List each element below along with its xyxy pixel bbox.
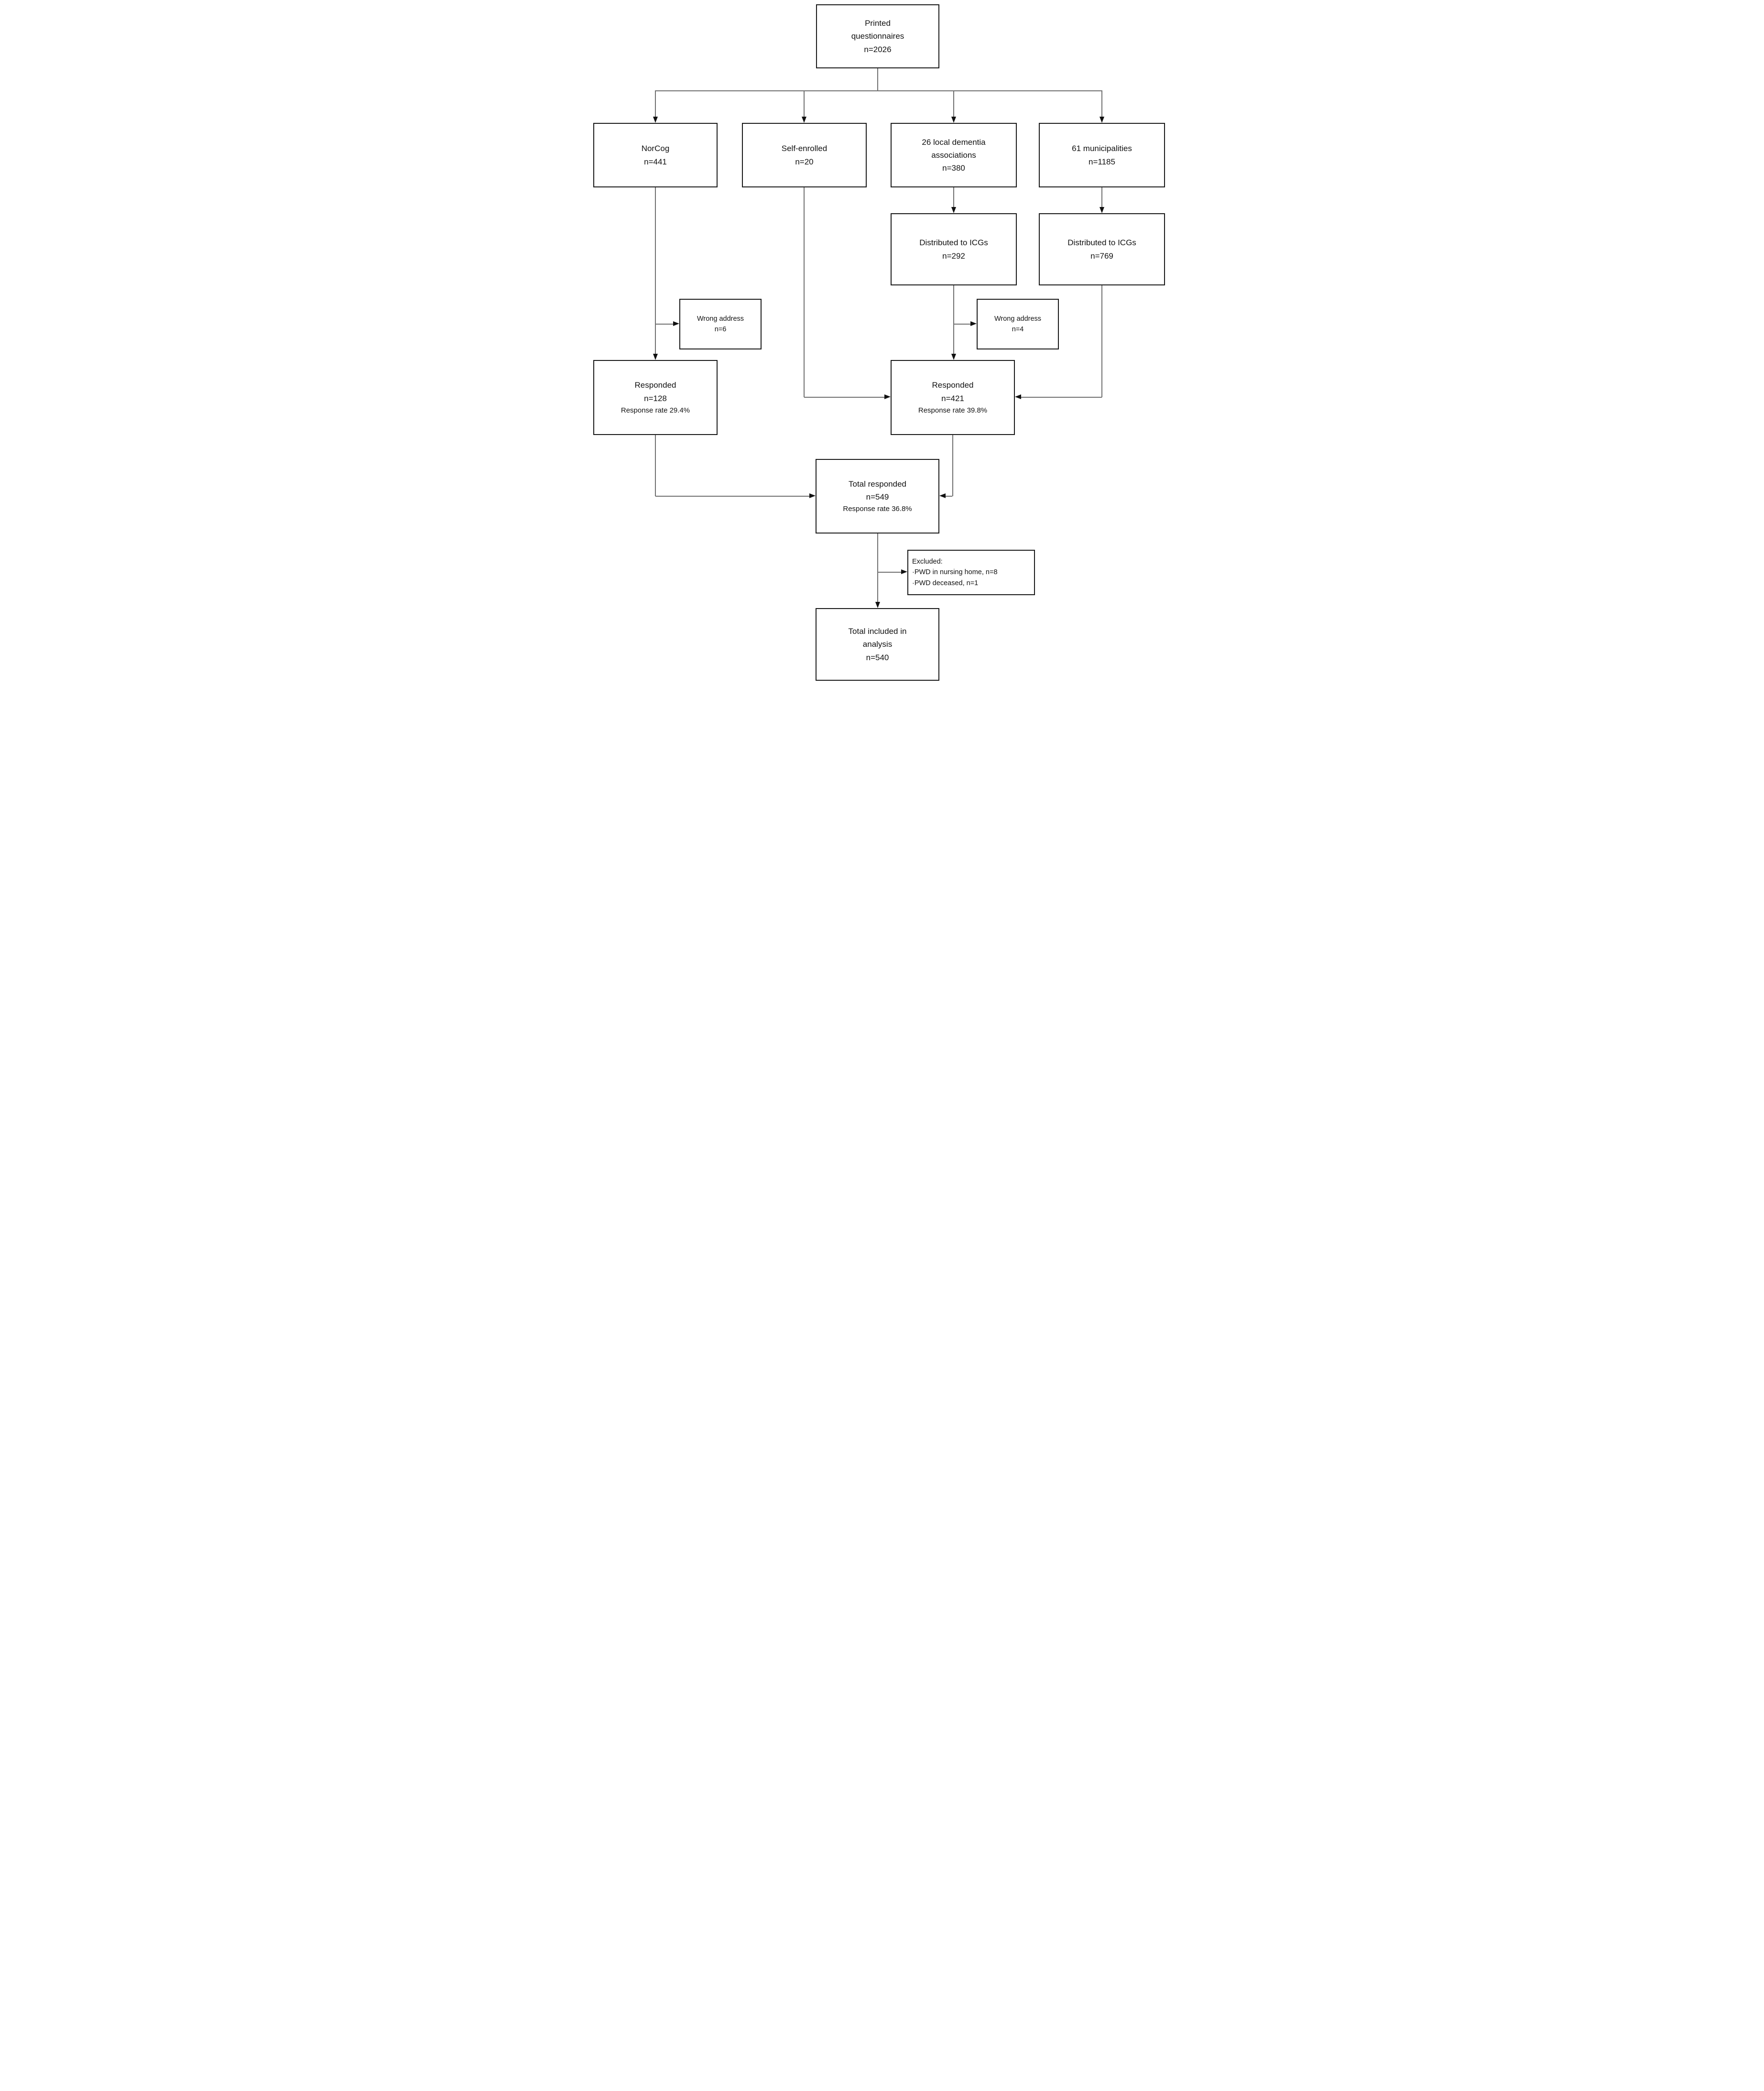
excluded-title: Excluded: (912, 557, 943, 566)
norcog-label: NorCog (641, 144, 670, 153)
dementia-associations-count: n=380 (942, 163, 965, 173)
norcog-count: n=441 (644, 157, 667, 166)
total-included-label: Total included in analysis (848, 627, 907, 649)
box-wrong-address-left: Wrong address n=6 (679, 299, 762, 349)
connector-total-responded-down (877, 534, 878, 602)
arrowhead-into-responded-pooled-top (951, 354, 956, 360)
connector-responded-left-across (655, 496, 809, 497)
connector-dementia-to-icg292 (953, 187, 954, 207)
arrowhead-into-municipalities (1100, 117, 1104, 123)
wrong-address-left-count: n=6 (714, 326, 727, 333)
municipalities-count: n=1185 (1089, 157, 1115, 166)
wrong-address-left-label: Wrong address (697, 315, 744, 323)
connector-self-enrolled-across (804, 397, 884, 398)
arrowhead-into-icg769 (1100, 207, 1104, 213)
arrowhead-into-wrong-address-left (673, 321, 679, 326)
arrowhead-into-total-responded-left (809, 493, 816, 498)
municipalities-label: 61 municipalities (1072, 144, 1132, 153)
printed-questionnaires-count: n=2026 (864, 44, 892, 54)
wrong-address-right-count: n=4 (1012, 326, 1024, 333)
connector-responded-pooled-down (952, 435, 953, 496)
box-dementia-associations: 26 local dementia associations n=380 (891, 123, 1017, 187)
box-wrong-address-right: Wrong address n=4 (977, 299, 1059, 349)
excluded-item-nursing-home: ·PWD in nursing home, n=8 (912, 568, 998, 577)
distributed-icgs-assoc-count: n=292 (942, 251, 965, 261)
connector-branch-wrong-address-right (954, 324, 970, 325)
responded-left-count: n=128 (644, 393, 667, 403)
arrowhead-into-total-included (875, 602, 880, 608)
connector-icg292-down (953, 285, 954, 354)
box-distributed-icgs-muni: Distributed to ICGs n=769 (1039, 213, 1165, 285)
self-enrolled-count: n=20 (795, 157, 814, 166)
connector-icg769-down (1101, 285, 1102, 397)
arrowhead-into-responded-pooled-left (884, 394, 891, 399)
connector-responded-left-down (655, 435, 656, 496)
arrowhead-into-wrong-address-right (970, 321, 977, 326)
arrowhead-into-responded-left (653, 354, 658, 360)
arrowhead-into-icg292 (951, 207, 956, 213)
box-printed-questionnaires: Printed questionnaires n=2026 (816, 4, 939, 68)
arrowhead-into-dementia-assoc (951, 117, 956, 123)
connector-norcog-down (655, 187, 656, 354)
box-responded-left: Responded n=128 Response rate 29.4% (593, 360, 718, 435)
connector-top-bus (655, 90, 1102, 91)
connector-branch-excluded (878, 572, 901, 573)
responded-pooled-rate: Response rate 39.8% (918, 406, 988, 414)
responded-left-rate: Response rate 29.4% (621, 406, 690, 414)
self-enrolled-label: Self-enrolled (781, 144, 828, 153)
connector-printed-stem (877, 68, 878, 90)
box-self-enrolled: Self-enrolled n=20 (742, 123, 867, 187)
wrong-address-right-label: Wrong address (994, 315, 1042, 323)
distributed-icgs-assoc-label: Distributed to ICGs (919, 238, 988, 248)
arrowhead-into-excluded (901, 569, 907, 574)
arrowhead-into-self-enrolled (802, 117, 806, 123)
connector-muni-to-icg769 (1101, 187, 1102, 207)
distributed-icgs-muni-label: Distributed to ICGs (1067, 238, 1136, 248)
box-excluded: Excluded: ·PWD in nursing home, n=8 ·PWD… (907, 550, 1035, 595)
connector-drop-municipalities (1101, 90, 1102, 117)
connector-branch-wrong-address-left (655, 324, 673, 325)
box-total-responded: Total responded n=549 Response rate 36.8… (816, 459, 939, 534)
excluded-item-deceased: ·PWD deceased, n=1 (912, 579, 979, 587)
total-included-count: n=540 (866, 653, 889, 662)
arrowhead-into-total-responded-right (939, 493, 946, 498)
total-responded-label: Total responded (849, 479, 906, 489)
connector-drop-norcog (655, 90, 656, 117)
printed-questionnaires-label: Printed questionnaires (851, 19, 904, 41)
connector-drop-dementia-assoc (953, 90, 954, 117)
connector-self-enrolled-down (804, 187, 805, 397)
box-total-included: Total included in analysis n=540 (816, 608, 939, 681)
flowchart-canvas: Printed questionnaires n=2026 NorCog n=4… (588, 0, 1176, 697)
dementia-associations-label: 26 local dementia associations (922, 137, 986, 160)
connector-drop-self-enrolled (804, 90, 805, 117)
responded-pooled-label: Responded (932, 381, 974, 390)
total-responded-rate: Response rate 36.8% (843, 505, 912, 513)
responded-left-label: Responded (634, 381, 676, 390)
arrowhead-into-norcog (653, 117, 658, 123)
box-distributed-icgs-assoc: Distributed to ICGs n=292 (891, 213, 1017, 285)
connector-responded-pooled-across (946, 496, 952, 497)
arrowhead-into-responded-pooled-right (1015, 394, 1021, 399)
total-responded-count: n=549 (866, 492, 889, 501)
box-norcog: NorCog n=441 (593, 123, 718, 187)
responded-pooled-count: n=421 (941, 393, 964, 403)
connector-icg769-across (1021, 397, 1102, 398)
box-responded-pooled: Responded n=421 Response rate 39.8% (891, 360, 1015, 435)
distributed-icgs-muni-count: n=769 (1090, 251, 1113, 261)
box-municipalities: 61 municipalities n=1185 (1039, 123, 1165, 187)
